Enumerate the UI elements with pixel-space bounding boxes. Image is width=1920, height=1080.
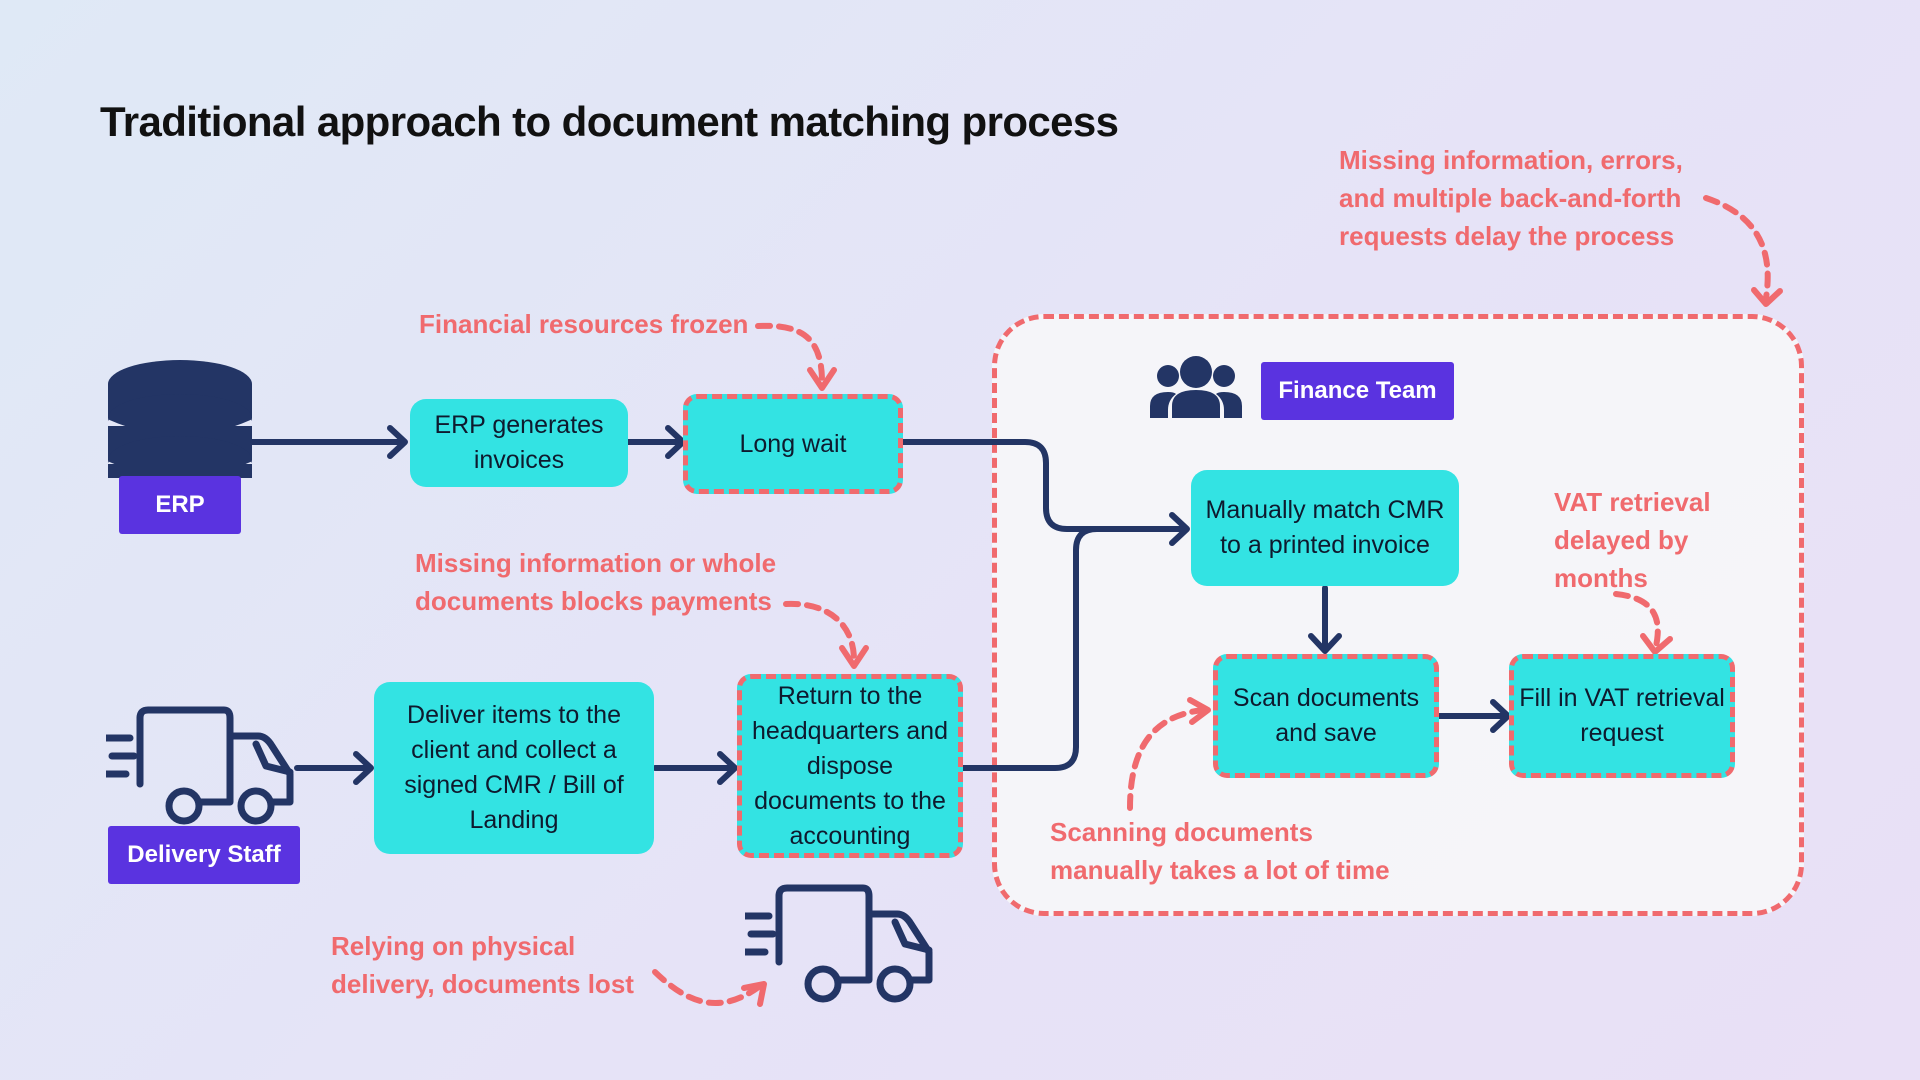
database-icon	[106, 360, 254, 484]
annotation-line: months	[1554, 563, 1648, 593]
step-text-line: documents to the	[754, 786, 946, 815]
step-text-line: Scan documents	[1232, 684, 1420, 712]
annotation-arrowhead-vat	[1640, 633, 1673, 655]
annotation-line: Scanning documents	[1050, 817, 1313, 847]
delivery-truck-icon	[106, 706, 294, 825]
annotation-line: documents blocks payments	[415, 586, 772, 616]
step-text-line: Deliver items to the	[407, 701, 621, 729]
step-long-wait: Long wait	[683, 394, 903, 494]
annotation-arrow-blocks	[783, 600, 857, 663]
step-text-line: dispose	[806, 751, 894, 780]
annotation-arrow-scanning	[1127, 707, 1206, 811]
step-text-line: Landing	[469, 806, 559, 834]
annotation-line: and multiple back-and-forth	[1339, 183, 1682, 213]
step-text-line: signed CMR / Bill of	[404, 771, 624, 799]
page-title: Traditional approach to document matchin…	[100, 98, 1119, 145]
flow-arrow-wait-match	[900, 439, 1188, 532]
flow-arrow-return-match	[960, 526, 1188, 771]
annotation-line: requests delay the process	[1339, 221, 1675, 251]
step-deliver-items: Deliver items to the client and collect a…	[374, 682, 654, 854]
annotation-financial-frozen: Financial resources frozen	[419, 305, 748, 343]
annotation-missing-errors: Missing information, errors, and multipl…	[1339, 141, 1683, 255]
flow-arrowhead-match-scan	[1308, 633, 1342, 654]
flow-arrowhead-truck-deliver	[353, 751, 374, 785]
truck-icon	[745, 884, 933, 1003]
annotation-arrow-frozen	[755, 322, 825, 385]
step-fill-vat: Fill in VAT retrieval request	[1509, 654, 1735, 778]
annotation-line: manually takes a lot of time	[1050, 855, 1390, 885]
annotation-line: Relying on physical	[331, 931, 576, 961]
annotation-arrow-delay	[1703, 195, 1771, 301]
erp-label: ERP	[119, 476, 241, 534]
step-text-line: headquarters and	[752, 716, 948, 745]
annotation-arrowhead-delay	[1751, 287, 1783, 307]
step-text-line: to a printed invoice	[1220, 531, 1430, 559]
step-text-line: ERP generates	[434, 411, 604, 439]
step-text-line: invoices	[473, 446, 565, 474]
step-text-line: request	[1580, 719, 1664, 747]
annotation-line: Missing information, errors,	[1339, 145, 1683, 175]
annotation-arrow-vat	[1613, 591, 1661, 649]
annotation-missing-info-blocks: Missing information or whole documents b…	[415, 544, 776, 620]
step-text-line: accounting	[789, 821, 911, 850]
flow-arrowhead-scan-vat	[1490, 699, 1511, 733]
team-icon	[1150, 356, 1242, 418]
step-text-line: Return to the	[777, 681, 923, 710]
annotation-line: delivery, documents lost	[331, 969, 634, 999]
annotation-arrowhead-scanning	[1187, 697, 1211, 725]
annotation-line: VAT retrieval	[1554, 487, 1711, 517]
flow-arrowhead-deliver-return	[717, 751, 738, 785]
annotation-line: Missing information or whole	[415, 548, 777, 578]
annotation-arrowhead-frozen	[807, 367, 837, 391]
step-scan-documents: Scan documents and save	[1213, 654, 1439, 778]
step-text-line: Long wait	[739, 429, 847, 458]
annotation-arrowhead-blocks	[839, 645, 869, 669]
step-text-line: Manually match CMR	[1205, 496, 1445, 524]
step-manual-match: Manually match CMR to a printed invoice	[1191, 470, 1459, 586]
step-erp-generates-invoices: ERP generates invoices	[410, 399, 628, 487]
annotation-scanning-time: Scanning documents manually takes a lot …	[1050, 813, 1390, 889]
step-text-line: Fill in VAT retrieval	[1519, 684, 1725, 712]
flow-arrowhead-erp-generate	[387, 425, 408, 459]
step-text-line: and save	[1275, 719, 1377, 747]
step-text-line: client and collect a	[411, 736, 617, 764]
step-return-headquarters: Return to the headquarters and dispose docu…	[737, 674, 963, 858]
annotation-vat-delayed: VAT retrieval delayed by months	[1554, 483, 1711, 597]
delivery-staff-label: Delivery Staff	[108, 826, 300, 884]
annotation-line: Financial resources frozen	[419, 309, 749, 339]
annotation-physical-delivery: Relying on physical delivery, documents …	[331, 927, 634, 1003]
finance-team-label: Finance Team	[1261, 362, 1454, 420]
annotation-arrow-physical	[652, 969, 763, 1006]
annotation-line: delayed by	[1554, 525, 1689, 555]
annotation-arrowhead-physical	[741, 981, 767, 1007]
